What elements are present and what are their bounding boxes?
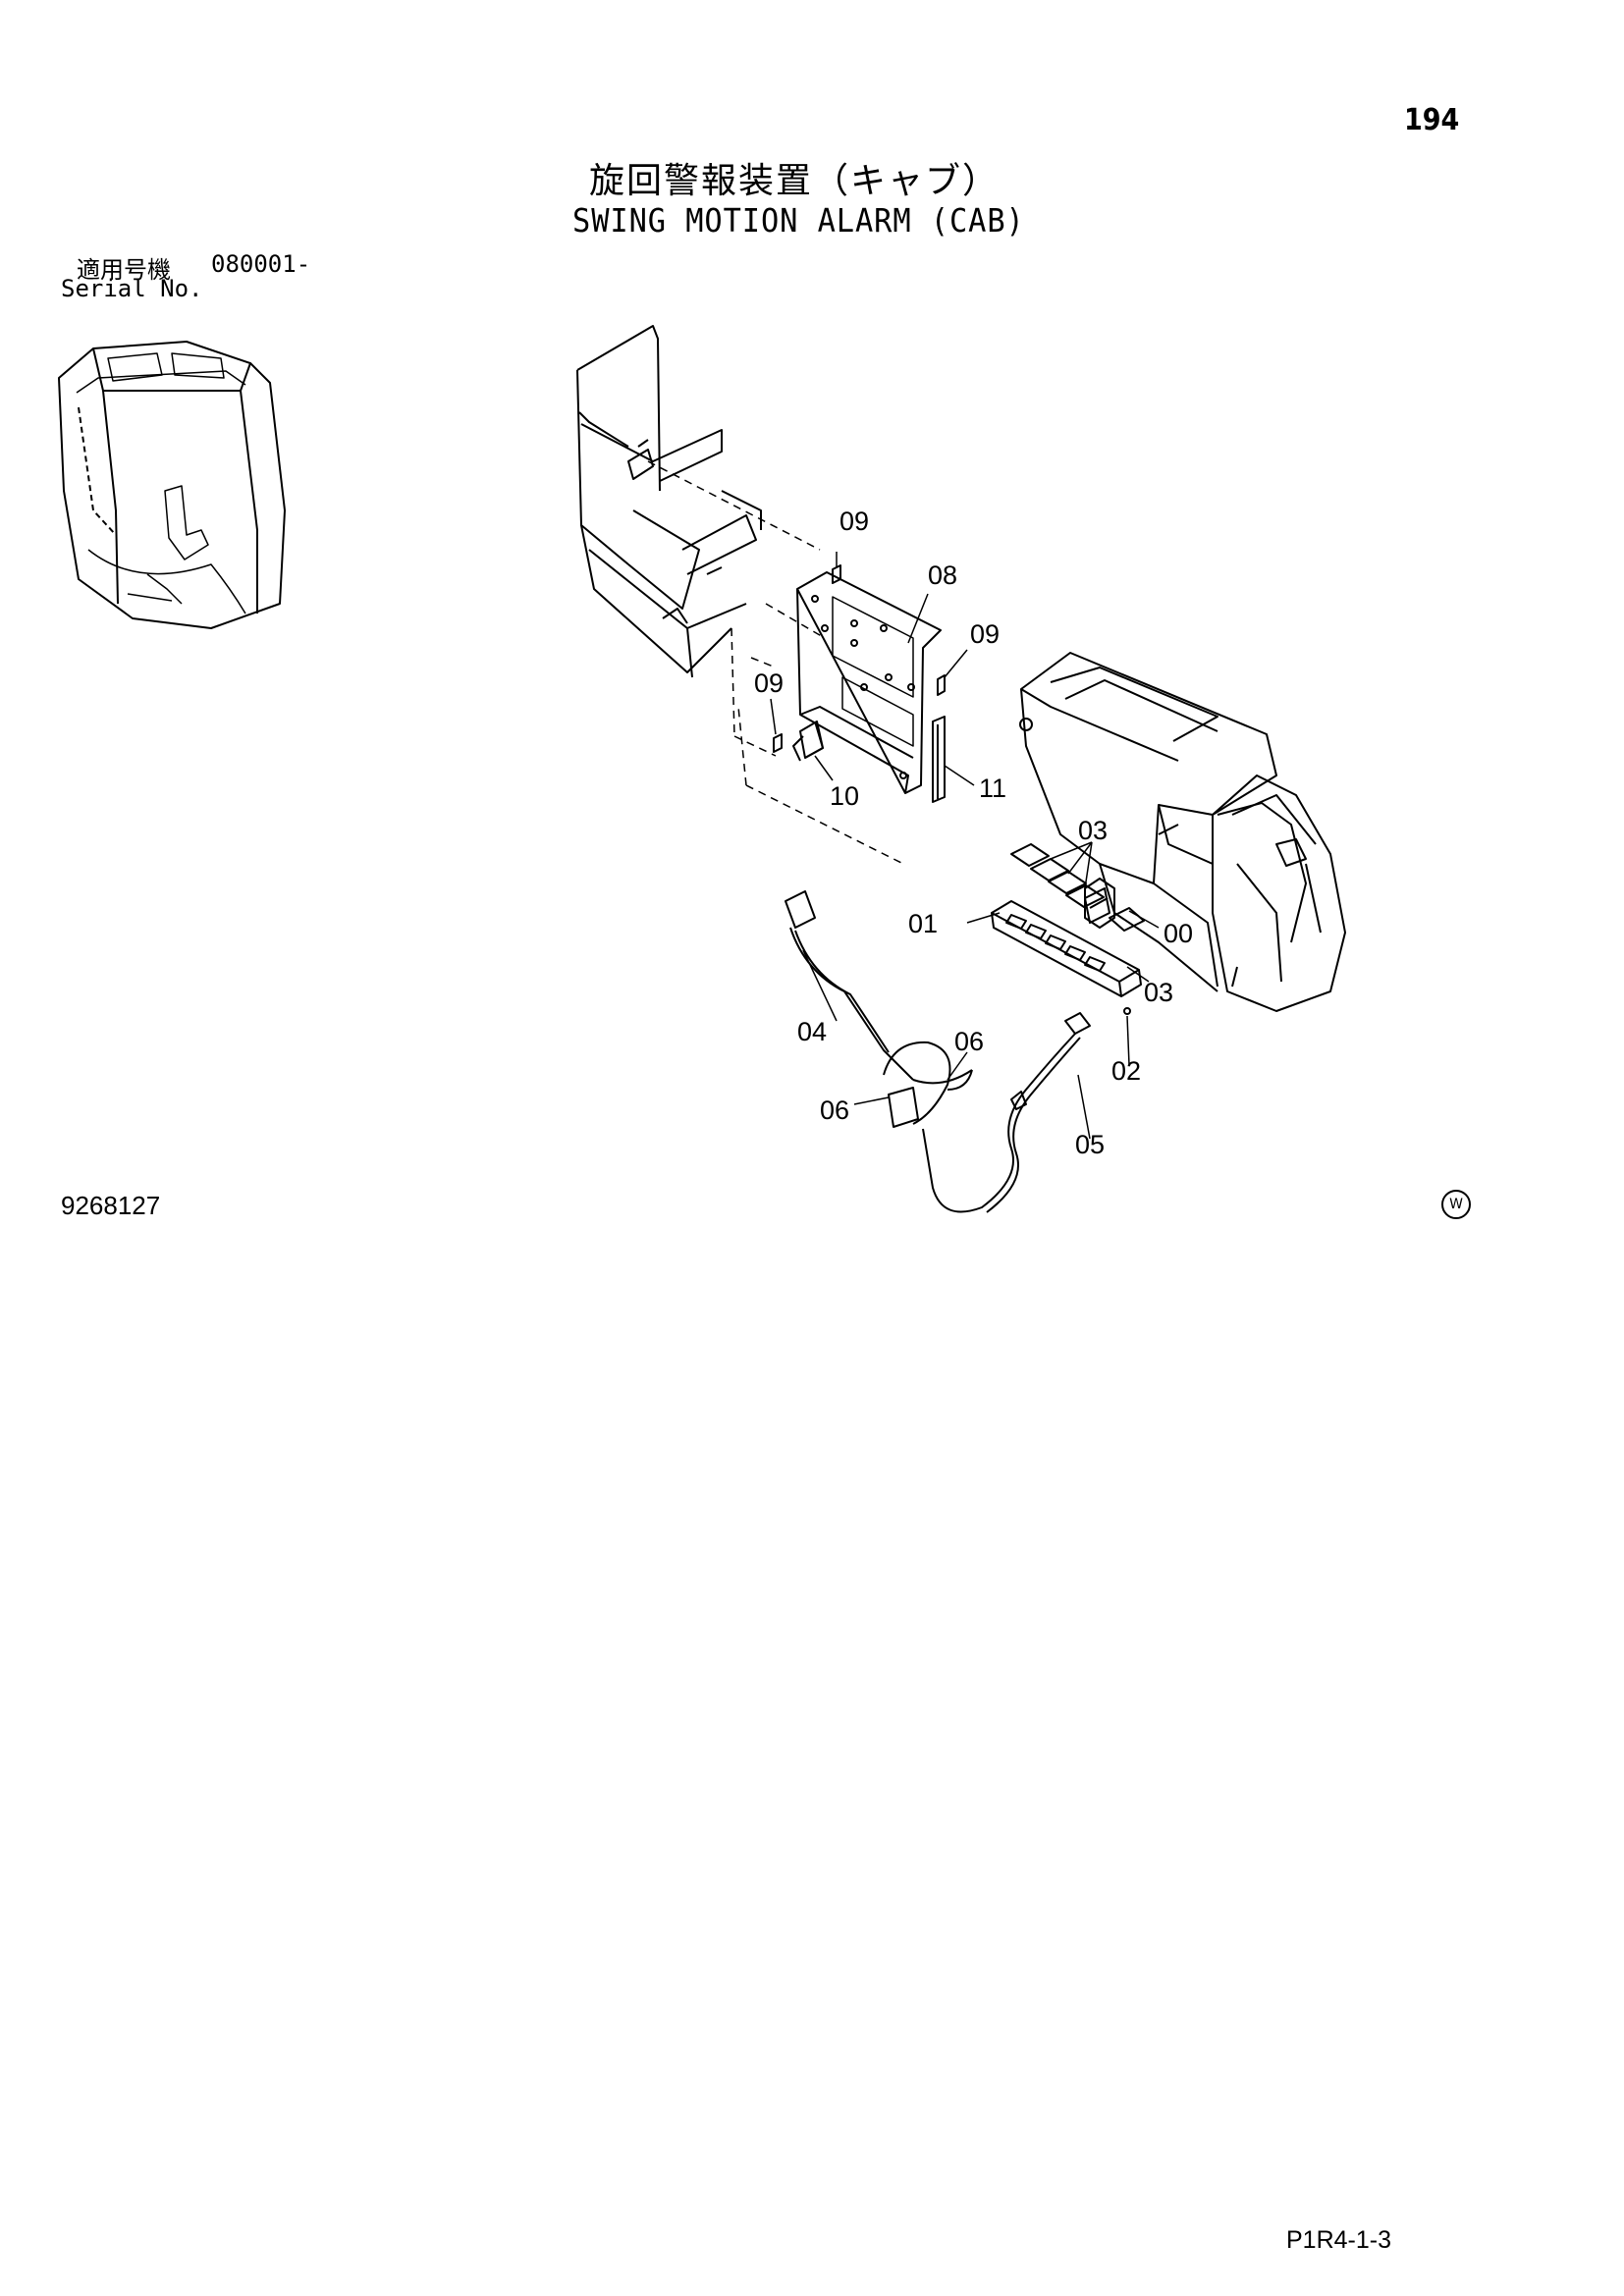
- callout-06-lower: 06: [820, 1095, 849, 1125]
- cab-overview-thumbnail: [58, 341, 286, 629]
- callout-03-bottom: 03: [1144, 978, 1173, 1007]
- callout-02: 02: [1111, 1056, 1141, 1086]
- callout-08: 08: [928, 561, 957, 590]
- callout-01: 01: [908, 909, 938, 938]
- switch-caps-03: [1010, 843, 1145, 932]
- clip-02: [1123, 1007, 1131, 1015]
- callout-00: 00: [1164, 919, 1193, 948]
- rail-strip-11: [932, 716, 946, 803]
- callout-11: 11: [979, 774, 1006, 803]
- callout-06-upper: 06: [954, 1027, 984, 1056]
- connector-06: [883, 1041, 973, 1128]
- callout-09-top: 09: [839, 507, 869, 536]
- wire-harness-04: [785, 890, 973, 1085]
- screw-09-top: [832, 564, 841, 584]
- callout-03-top: 03: [1078, 816, 1108, 845]
- wire-harness-05: [922, 1012, 1091, 1213]
- page-number: 194: [1404, 103, 1460, 137]
- serial-number-value: 080001-: [211, 250, 311, 278]
- screw-09-left: [773, 733, 783, 753]
- page-code: P1R4-1-3: [1286, 2226, 1391, 2254]
- callout-10: 10: [830, 781, 859, 811]
- page-title-english: SWING MOTION ALARM (CAB): [572, 201, 1025, 240]
- callout-09-left: 09: [754, 668, 784, 698]
- back-panel-bracket: [576, 325, 762, 678]
- callout-labels: 09 08 09 09 10 11 03 01 00 03 04 02 06 0…: [754, 507, 1193, 1159]
- serial-label-japanese: 適用号機: [77, 256, 171, 284]
- mounting-plate-08: [796, 571, 942, 794]
- leader-lines: [770, 552, 1160, 1140]
- assembly-guide-lines: [647, 460, 904, 865]
- callout-05: 05: [1075, 1130, 1105, 1159]
- buzzer-10: [792, 721, 824, 762]
- callout-04: 04: [797, 1017, 827, 1046]
- control-console: [1019, 652, 1346, 1012]
- callout-09-right: 09: [970, 619, 1000, 649]
- switch-00: [1084, 878, 1115, 929]
- serial-label-english: Serial No.: [61, 275, 203, 302]
- screw-09-right: [937, 674, 946, 696]
- drawing-number: 9268127: [61, 1191, 161, 1220]
- page-title-japanese: 旋回警報装置（キャブ）: [589, 161, 1001, 201]
- circled-w-mark: W: [1441, 1190, 1471, 1219]
